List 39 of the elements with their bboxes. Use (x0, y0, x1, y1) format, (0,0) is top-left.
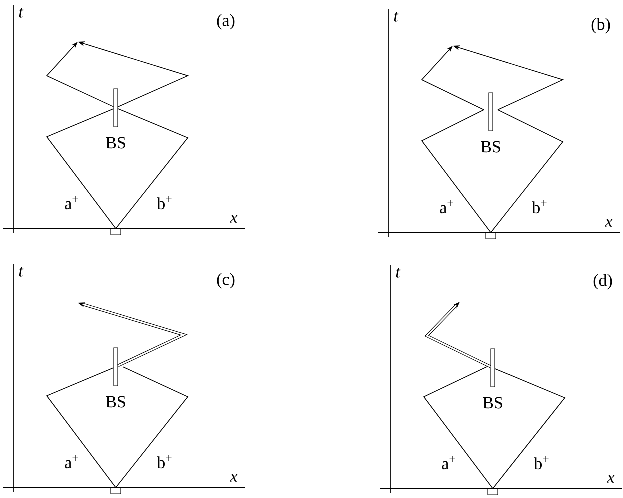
panel-label: (a) (217, 14, 235, 30)
light-path (490, 110, 564, 234)
source-box (486, 232, 496, 240)
beam-splitter-label: BS (483, 397, 502, 409)
axis-label: t (19, 8, 24, 18)
axis-label: t (396, 268, 401, 278)
axis-label: x (607, 475, 615, 483)
light-path (116, 366, 189, 488)
light-path (421, 110, 492, 234)
edge-label: b$^{+}$ (156, 195, 174, 211)
edge-label: a$^{+}$ (64, 454, 80, 470)
edge-label: a$^{+}$ (438, 199, 456, 215)
edge-label: a$^{+}$ (440, 455, 458, 471)
edge-label: a$^{+}$ (64, 195, 80, 211)
light-path (492, 368, 566, 490)
panel-label: (b) (592, 18, 610, 34)
light-path (46, 42, 114, 108)
axis-label: t (394, 12, 399, 22)
light-path (46, 108, 116, 230)
light-path (116, 108, 189, 230)
source-box (110, 228, 122, 236)
light-path (424, 302, 492, 368)
beam-splitter-label: BS (481, 141, 500, 153)
panel-label: (c) (217, 273, 235, 289)
axis-label: x (230, 215, 238, 223)
panel-label: (d) (594, 274, 612, 290)
axis-label: x (230, 474, 238, 482)
edge-label: b$^{+}$ (533, 455, 551, 471)
source-box (110, 488, 122, 494)
light-path (423, 366, 494, 490)
axis-label: x (605, 219, 613, 227)
edge-label: b$^{+}$ (531, 199, 549, 215)
source-box (488, 488, 498, 496)
axis-label: t (19, 267, 24, 277)
light-path (46, 368, 116, 488)
beam-splitter-label: BS (106, 137, 126, 149)
beam-splitter-label: BS (106, 396, 126, 408)
light-path (421, 46, 484, 110)
edge-label: b$^{+}$ (156, 454, 174, 470)
